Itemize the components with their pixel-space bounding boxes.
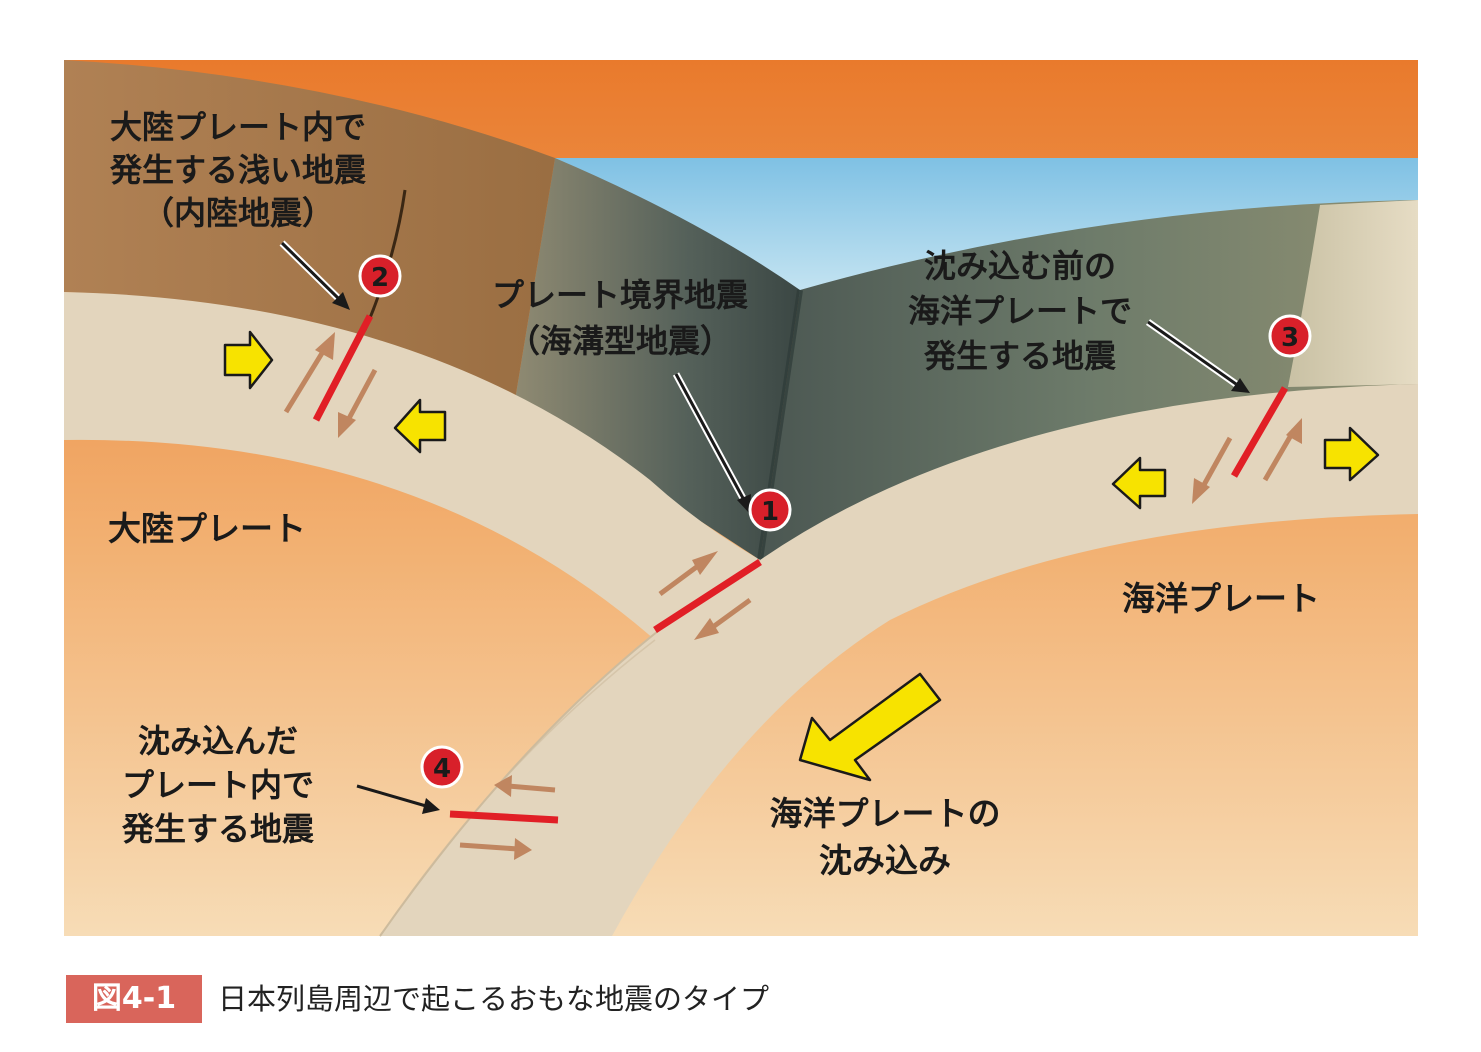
label-3-line2: 海洋プレートで [908, 292, 1132, 330]
label-3-line3: 発生する地震 [923, 337, 1117, 375]
label-intraslab-earthquake: 沈み込んだ プレート内で 発生する地震 [121, 722, 315, 848]
label-subduction-line1: 海洋プレートの [770, 794, 1001, 833]
label-outer-rise-earthquake: 沈み込む前の 海洋プレートで 発生する地震 [908, 247, 1132, 375]
marker-2-label: 2 [371, 263, 389, 293]
oceanic-slab [380, 384, 1418, 936]
label-2-line2: 発生する浅い地震 [109, 151, 367, 189]
figure-number-badge: 図4-1 [66, 975, 202, 1023]
continental-plate-band [64, 292, 760, 640]
marker-4-label: 4 [433, 754, 451, 784]
marker-1-label: 1 [761, 497, 779, 527]
force-arrows [223, 330, 1380, 782]
label-inland-earthquake: 大陸プレート内で 発生する浅い地震 （内陸地震） [109, 108, 367, 232]
label-continental-plate: 大陸プレート [108, 509, 306, 548]
fault-4 [449, 810, 559, 824]
fault-1 [653, 559, 762, 633]
trench-wedge [515, 158, 800, 560]
marker-1: 1 [748, 488, 792, 532]
oceanic-crust [760, 200, 1418, 560]
label-oceanic-plate: 海洋プレート [1122, 579, 1320, 618]
subduction-arrow [798, 672, 942, 782]
fault-2 [312, 314, 374, 422]
label-subduction: 海洋プレートの 沈み込み [770, 794, 1001, 880]
oceanic-crust-end [1288, 200, 1418, 387]
label-plate-boundary-earthquake: プレート境界地震 （海溝型地震） [492, 276, 749, 360]
label-1-line1: プレート境界地震 [492, 276, 749, 314]
label-4-line2: プレート内で [122, 766, 314, 804]
label-subduction-line2: 沈み込み [819, 841, 951, 880]
label-4-line1: 沈み込んだ [138, 722, 298, 760]
marker-3-label: 3 [1281, 323, 1299, 353]
force-arrow-right-push [393, 398, 447, 454]
fault-3 [1230, 386, 1289, 478]
marker-3: 3 [1268, 314, 1312, 358]
figure-caption: 日本列島周辺で起こるおもな地震のタイプ [218, 982, 770, 1016]
label-2-line3: （内陸地震） [142, 194, 334, 232]
pointer-arrows [279, 240, 1250, 814]
force-arrow-ocean-right [1323, 426, 1380, 482]
slip-arrows [283, 332, 1302, 860]
marker-2: 2 [358, 254, 402, 298]
marker-4: 4 [420, 745, 464, 789]
label-4-line3: 発生する地震 [121, 810, 315, 848]
force-arrow-ocean-left [1111, 456, 1167, 510]
force-arrow-left-push [223, 330, 274, 390]
continental-crust [64, 60, 555, 400]
label-1-line2: （海溝型地震） [508, 322, 732, 360]
label-3-line1: 沈み込む前の [924, 247, 1116, 285]
label-2-line1: 大陸プレート内で [110, 108, 366, 146]
